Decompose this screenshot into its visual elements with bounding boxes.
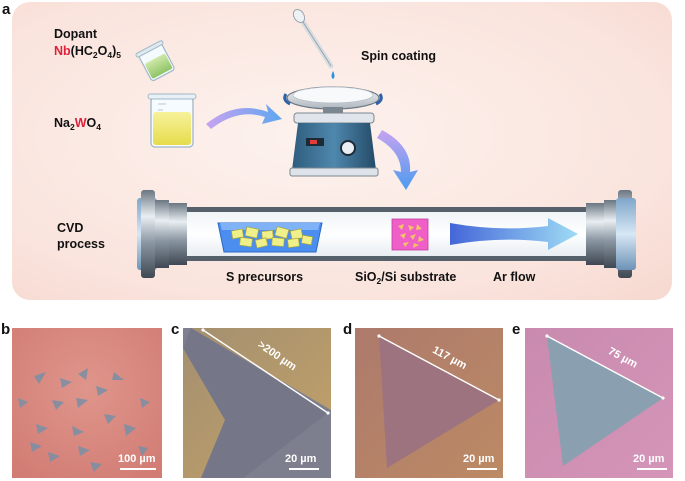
panel-b-letter: b	[1, 321, 11, 338]
na2wo4-beaker-icon	[147, 93, 197, 148]
formula-part: SiO	[355, 270, 377, 284]
s-precursors-label: S precursors	[226, 270, 304, 284]
panel-b-scale-bar	[120, 468, 156, 470]
panel-c-letter: c	[171, 321, 180, 338]
arrow-to-spin-coater	[206, 104, 282, 129]
dopant-formula: Nb(HC2O4)5	[54, 44, 121, 60]
ar-flow-arrow	[450, 218, 578, 250]
panel-e-scale-label: 20 µm	[633, 453, 665, 465]
formula-subscript: 4	[107, 50, 113, 60]
panel-e-letter: e	[512, 321, 521, 338]
cvd-label-line1: CVD	[57, 221, 84, 235]
s-precursor-boat	[217, 222, 323, 253]
panel-d-scale-bar	[467, 468, 497, 470]
panel-c-scale-label: 20 µm	[285, 453, 317, 465]
formula-part: O	[97, 44, 108, 58]
formula-subscript: 2	[92, 50, 98, 60]
formula-part: Na	[54, 116, 70, 130]
dopant-label: Dopant	[54, 27, 97, 41]
ar-flow-label: Ar flow	[493, 270, 536, 284]
substrate-label: SiO2/Si substrate	[355, 270, 456, 286]
spin-coater-icon	[283, 86, 383, 115]
cvd-label-line2: process	[57, 237, 105, 251]
dopant-nb: Nb	[54, 44, 71, 58]
panel-d-micrograph: 117 µm 20 µm	[355, 328, 503, 478]
formula-part: O	[86, 116, 97, 130]
formula-part: )	[112, 44, 117, 58]
dopant-word: Dopant	[54, 27, 98, 41]
dopant-beaker-icon	[135, 40, 175, 82]
formula-subscript: 5	[116, 50, 121, 60]
substrate-icon	[391, 218, 429, 251]
formula-part: (HC	[70, 44, 93, 58]
panel-e-micrograph: 75 µm 20 µm	[525, 328, 673, 478]
panel-c-scale-bar	[289, 468, 319, 470]
formula-subscript: 2	[69, 122, 75, 132]
panel-a-letter: a	[2, 1, 11, 18]
panel-e-scale-bar	[637, 468, 667, 470]
spin-coating-label: Spin coating	[361, 49, 436, 63]
pipette-icon	[292, 8, 335, 79]
na2wo4-label: Na2WO4	[54, 116, 101, 132]
arrow-to-cvd	[377, 130, 418, 190]
right-flange	[586, 190, 636, 278]
panel-a-illustration	[135, 8, 636, 278]
panel-d-letter: d	[343, 321, 353, 338]
formula-w: W	[74, 116, 87, 130]
left-flange	[137, 190, 187, 278]
panel-c-micrograph: >200 µm 20 µm	[183, 328, 331, 478]
formula-subscript: 4	[96, 122, 101, 132]
stirrer-icon	[289, 112, 379, 177]
panel-d-scale-label: 20 µm	[463, 453, 495, 465]
formula-subscript: 2	[376, 276, 382, 286]
panel-b-micrograph: 100 µm	[12, 328, 162, 478]
panel-b-scale-label: 100 µm	[118, 453, 156, 465]
formula-part: /Si substrate	[381, 270, 457, 284]
